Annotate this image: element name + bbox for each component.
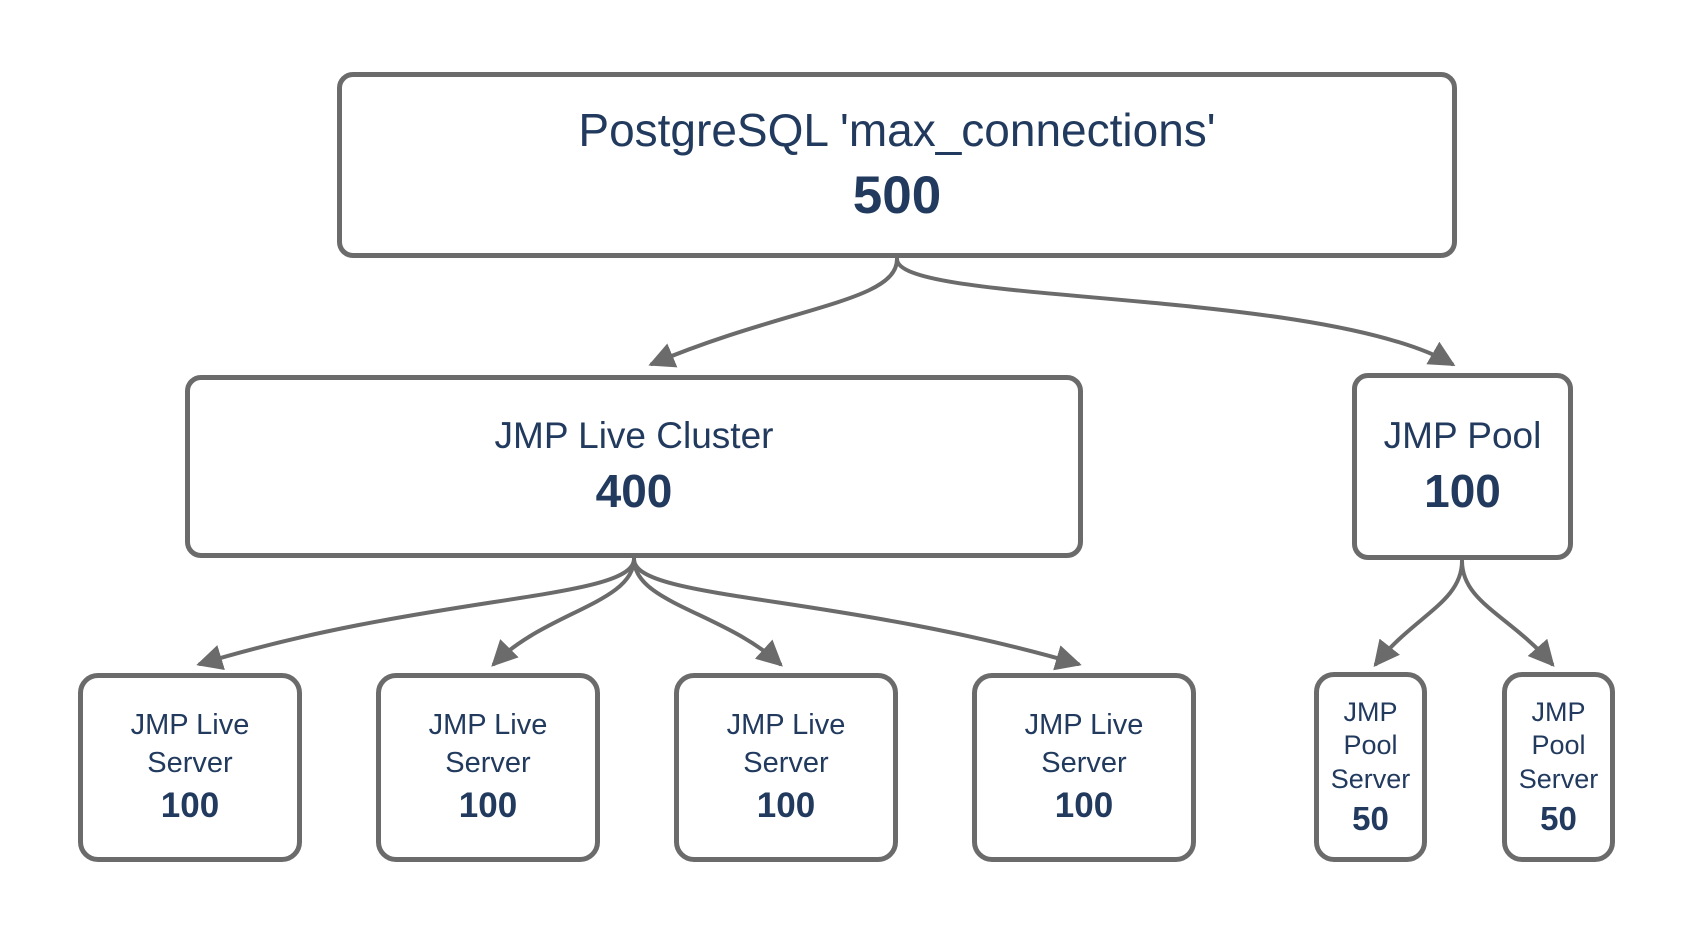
node-label: JMP Pool xyxy=(1383,414,1542,456)
node-value: 100 xyxy=(160,786,220,826)
node-value: 100 xyxy=(1424,465,1501,518)
arrow-cluster-to-server-2 xyxy=(491,557,636,667)
node-label: PostgreSQL 'max_connections' xyxy=(578,103,1216,156)
node-label: JMP Pool Server xyxy=(1518,696,1599,795)
node-jmp-live-server-3: JMP Live Server 100 xyxy=(674,673,898,862)
node-postgresql-max-connections: PostgreSQL 'max_connections' 500 xyxy=(337,72,1457,258)
node-value: 500 xyxy=(852,165,942,225)
arrow-cluster-to-server-4 xyxy=(632,557,1082,671)
node-jmp-pool-server-1: JMP Pool Server 50 xyxy=(1314,672,1427,862)
node-label: JMP Live Server xyxy=(428,708,548,779)
arrow-root-to-pool xyxy=(895,257,1456,366)
node-value: 100 xyxy=(756,786,816,826)
node-value: 50 xyxy=(1352,799,1389,837)
node-jmp-live-server-4: JMP Live Server 100 xyxy=(972,673,1196,862)
node-value: 50 xyxy=(1540,799,1577,837)
node-value: 100 xyxy=(458,786,518,826)
node-value: 400 xyxy=(595,465,673,518)
arrow-cluster-to-server-1 xyxy=(196,557,636,671)
node-jmp-live-cluster: JMP Live Cluster 400 xyxy=(185,375,1083,558)
node-jmp-live-server-2: JMP Live Server 100 xyxy=(376,673,600,862)
arrow-pool-to-pool-server-2 xyxy=(1460,559,1555,667)
node-jmp-live-server-1: JMP Live Server 100 xyxy=(78,673,302,862)
node-jmp-pool: JMP Pool 100 xyxy=(1352,373,1573,560)
node-label: JMP Live Server xyxy=(1024,708,1144,779)
node-value: 100 xyxy=(1054,786,1114,826)
node-label: JMP Live Cluster xyxy=(494,414,774,456)
node-label: JMP Pool Server xyxy=(1330,696,1411,795)
node-jmp-pool-server-2: JMP Pool Server 50 xyxy=(1502,672,1615,862)
arrow-pool-to-pool-server-1 xyxy=(1373,559,1464,668)
arrow-root-to-cluster xyxy=(648,257,899,368)
node-label: JMP Live Server xyxy=(726,708,846,779)
node-label: JMP Live Server xyxy=(130,708,250,779)
arrow-cluster-to-server-3 xyxy=(632,557,783,667)
